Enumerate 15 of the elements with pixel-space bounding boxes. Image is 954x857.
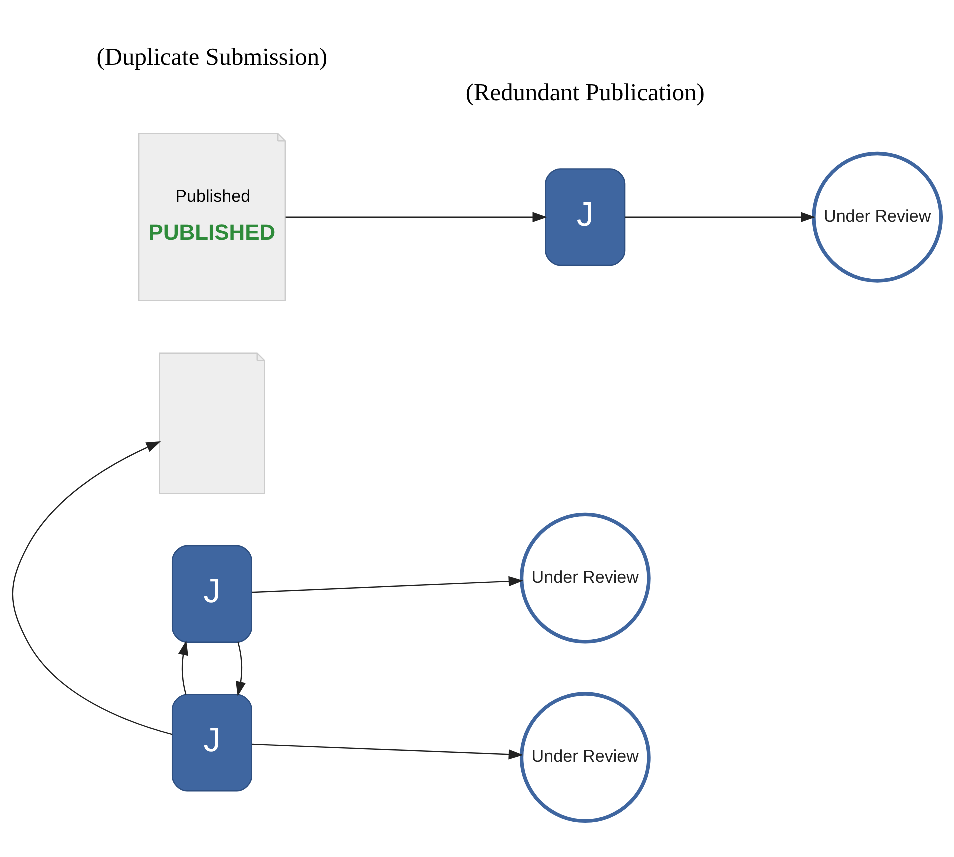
arrow <box>252 743 524 760</box>
node-box: J <box>172 694 252 792</box>
arrow <box>178 640 188 694</box>
node-box: J <box>172 544 252 642</box>
node-box: J <box>545 168 626 266</box>
label: (Redundant Publication) <box>466 78 705 106</box>
arrow <box>286 212 548 222</box>
arrow <box>252 576 524 593</box>
arrow <box>12 440 173 735</box>
label: (Duplicate Submission) <box>96 43 328 70</box>
node-circle: Under Review <box>520 512 651 644</box>
arrow <box>625 212 816 222</box>
arrow <box>236 642 246 696</box>
node-circle: Under Review <box>812 151 944 282</box>
node-circle: Under Review <box>520 692 651 823</box>
